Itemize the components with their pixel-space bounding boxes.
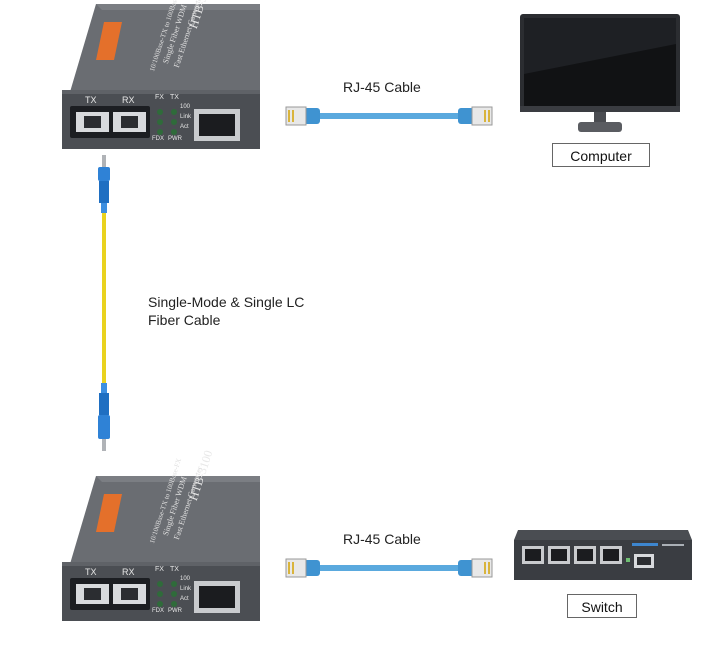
converter-top-rx-label: RX	[122, 95, 135, 105]
converter-bottom-tx-label: TX	[85, 567, 97, 577]
converter-top-link-label: Link	[180, 114, 192, 120]
computer-monitor	[520, 14, 680, 132]
media-converter-top	[62, 4, 260, 149]
fiber-cable-label-line2: Fiber Cable	[148, 312, 221, 328]
fiber-cable-label-line1: Single-Mode & Single LC	[148, 294, 305, 310]
converter-bottom-act-label: Act	[180, 596, 189, 602]
lc-fiber-cable	[98, 155, 110, 451]
converter-bottom-100-label: 100	[180, 576, 191, 582]
converter-top-fx-label: FX	[155, 94, 164, 101]
converter-bottom-fx-label: FX	[155, 566, 164, 573]
rj45-cable-top	[285, 106, 493, 126]
converter-top-fdx-label: FDX	[152, 136, 164, 142]
converter-top-tx-led-label: TX	[170, 94, 179, 101]
converter-top-tx-label: TX	[85, 95, 97, 105]
rj45-cable-top-label: RJ-45 Cable	[343, 79, 421, 95]
converter-bottom-tx-led-label: TX	[170, 566, 179, 573]
converter-top-100-label: 100	[180, 104, 191, 110]
converter-top-act-label: Act	[180, 124, 189, 130]
converter-bottom-link-label: Link	[180, 586, 192, 592]
converter-bottom-fdx-label: FDX	[152, 608, 164, 614]
rj45-cable-bottom-label: RJ-45 Cable	[343, 531, 421, 547]
rj45-cable-bottom	[285, 558, 493, 578]
converter-bottom-rx-label: RX	[122, 567, 135, 577]
computer-label: Computer	[552, 143, 650, 167]
switch-label: Switch	[567, 594, 637, 618]
media-converter-bottom	[62, 476, 260, 621]
network-switch	[514, 530, 692, 580]
converter-top-pwr-label: PWR	[168, 136, 182, 142]
converter-bottom-pwr-label: PWR	[168, 608, 182, 614]
